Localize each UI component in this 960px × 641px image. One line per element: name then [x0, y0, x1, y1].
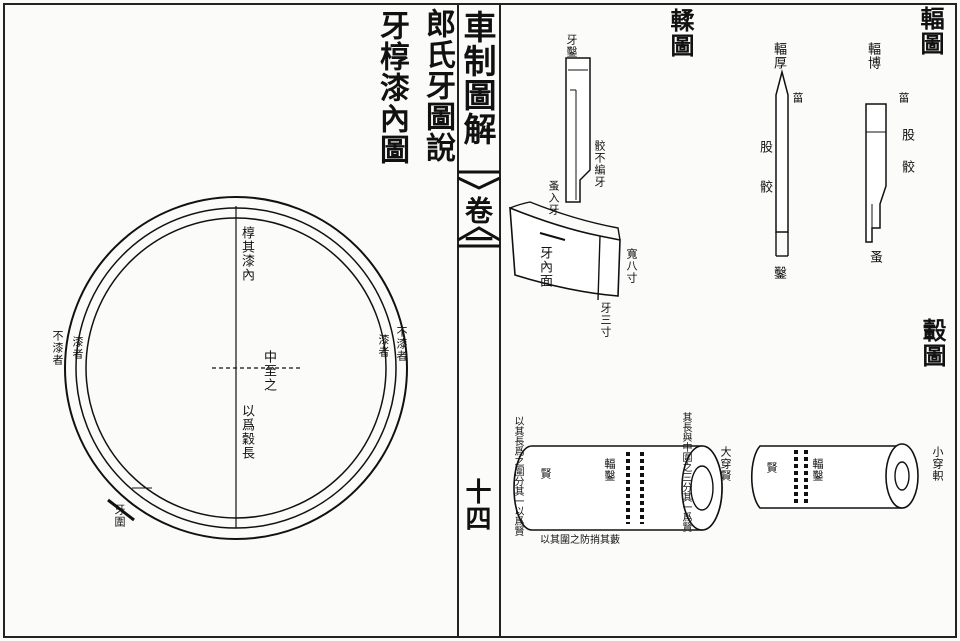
felloe-section-title: 輮圖: [666, 8, 695, 58]
circle-label-left-inner: 漆者: [71, 336, 84, 360]
hub-label-left-bottom: 以其圍之防捎其藪: [540, 535, 620, 546]
hub-label-mid-right: 賢: [765, 462, 778, 474]
circle-label-right-inner: 漆者: [377, 334, 390, 358]
spoke-left-label-3: 鑿: [771, 266, 786, 280]
circle-label-upper: 椁其漆內: [239, 226, 254, 282]
spoke-right-top: 菑: [897, 92, 910, 104]
circle-label-rim: 牙圍: [113, 504, 126, 528]
hub-diagram-small: [750, 443, 919, 509]
hub-label-left-side: 以其長爲之圍分其一以爲賢: [512, 416, 523, 536]
hub-label-ring-a: 輻鑿: [603, 458, 616, 482]
left-title-line2: 牙椁漆內圖: [374, 10, 409, 165]
spoke-left-top: 菑: [791, 92, 804, 104]
felloe-label-side-b: 蚤入牙: [547, 180, 560, 216]
hub-label-small-end: 小穿軹: [931, 446, 944, 482]
hub-label-big-end: 大穿賢: [719, 446, 732, 482]
left-title-line1: 郎氏牙圖說: [420, 8, 455, 163]
spoke-width-diagram: [865, 103, 887, 243]
felloe-label-bottom: 牙三寸: [599, 302, 612, 338]
hub-diagram-large: [513, 445, 723, 531]
circle-label-left-outer: 不漆者: [51, 330, 64, 366]
spoke-thickness-diagram: [775, 69, 789, 257]
circle-label-lower: 以爲穀長: [239, 404, 254, 460]
page-number: 十四: [461, 478, 491, 532]
spoke-right-label-3: 蚤: [867, 250, 882, 264]
hub-label-mid-left: 賢: [539, 468, 552, 480]
spoke-right-label-2: 骹: [899, 160, 914, 174]
felloe-label-side-a: 骹不編牙: [593, 140, 606, 188]
spoke-left-label-0: 輻厚: [771, 42, 786, 70]
spoke-right-label-0: 輻博: [865, 42, 880, 70]
felloe-label-dim: 寬八寸: [625, 248, 638, 284]
felloe-diagram: [509, 57, 621, 301]
spoke-right-label-1: 股: [899, 128, 914, 142]
circle-label-center: 中至之: [261, 350, 276, 392]
hub-section-title: 轂圖: [918, 318, 947, 368]
spoke-section-title: 輻圖: [916, 6, 945, 56]
spoke-left-label-1: 股: [757, 140, 772, 154]
circle-label-right-outer: 不漆者: [395, 326, 408, 362]
hub-label-left-top: 其長與中圍之三分其一爲賢: [680, 412, 691, 532]
spoke-left-label-2: 骹: [757, 180, 772, 194]
book-title: 車制圖解: [458, 10, 497, 146]
felloe-label-top: 牙鑿: [565, 34, 578, 58]
volume-label: 卷一: [461, 196, 494, 254]
wheel-rim-diagram: [64, 196, 408, 540]
hub-label-ring-b: 輻鑿: [811, 458, 824, 482]
felloe-block-face: 牙內面: [537, 246, 552, 288]
